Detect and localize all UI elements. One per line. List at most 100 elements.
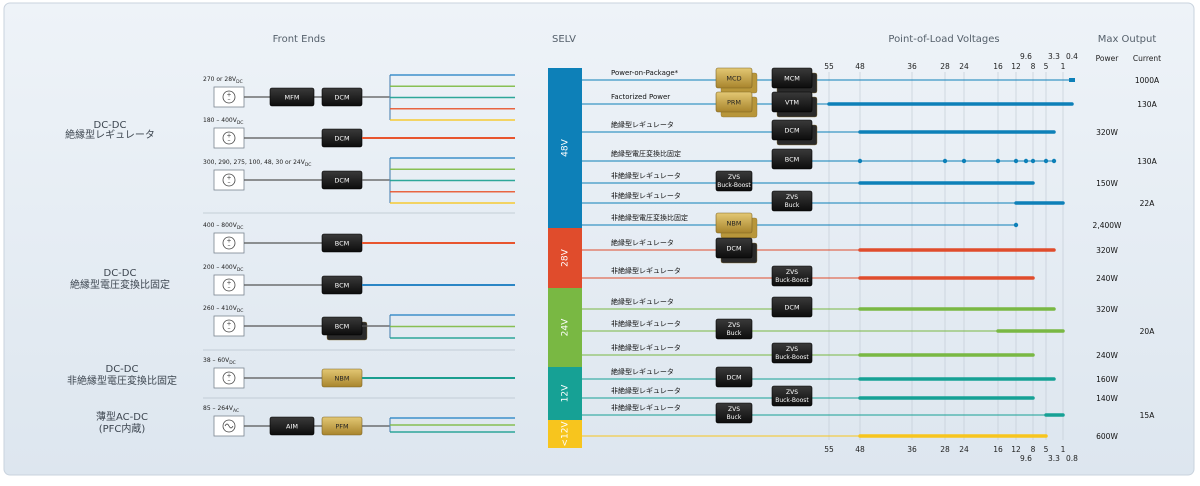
- bottom-tick-label-low: 3.3: [1048, 454, 1060, 463]
- module-label: PRM: [727, 99, 741, 107]
- module-body: [715, 318, 753, 340]
- module-label: NBM: [335, 375, 350, 383]
- bottom-tick-label: 24: [959, 445, 969, 454]
- bottom-tick-label: 8: [1031, 445, 1036, 454]
- module-bcm: BCM: [321, 233, 363, 253]
- module-nbm: NBM: [321, 368, 363, 388]
- output-current: 20A: [1140, 327, 1156, 336]
- category-line2: 絶縁型電圧変換比固定: [70, 278, 170, 291]
- module-bcm: BCM: [321, 316, 368, 341]
- plus-sign: +: [226, 92, 231, 99]
- category-line2: 絶縁型レギュレータ: [65, 128, 155, 141]
- module-label: DCM: [726, 374, 741, 382]
- output-current: 15A: [1140, 411, 1156, 420]
- module-label: Buck: [727, 330, 742, 337]
- top-tick-label: 8: [1031, 62, 1036, 71]
- top-tick-label: 1: [1061, 62, 1066, 71]
- row-label: Power-on-Package*: [611, 69, 679, 77]
- module-body: [715, 91, 753, 113]
- top-tick-label: 55: [824, 62, 834, 71]
- bottom-tick-label: 5: [1044, 445, 1049, 454]
- module-label: Buck-Boost: [775, 354, 809, 361]
- selv-band-4: [548, 420, 582, 448]
- pol-header: Point-of-Load Voltages: [888, 34, 999, 45]
- source-symbol: [222, 419, 236, 433]
- minus-sign: –: [228, 326, 231, 333]
- row-label: 非絶縁型レギュレータ: [611, 191, 681, 200]
- bottom-tick-label-low: 9.6: [1020, 454, 1032, 463]
- module-dcm: DCM: [715, 237, 758, 264]
- bottom-tick-label: 1: [1061, 445, 1066, 454]
- bottom-tick-label: 55: [824, 445, 834, 454]
- minus-sign: –: [228, 285, 231, 292]
- output-power: 140W: [1096, 394, 1118, 403]
- selv-band-3: [548, 367, 582, 420]
- output-power: 320W: [1096, 305, 1118, 314]
- plus-sign: +: [226, 280, 231, 287]
- current-header: Current: [1133, 54, 1161, 63]
- module-mcm: MCM: [771, 67, 818, 94]
- input-range-label: 400 – 800VDC: [203, 222, 243, 231]
- output-current: 22A: [1140, 199, 1156, 208]
- plus-sign: +: [226, 238, 231, 245]
- voltage-dot: [995, 158, 1001, 164]
- max-output: 1000A130A320W130A150W22A2,400W320W240W32…: [1093, 76, 1160, 441]
- row-label: 非絶縁型レギュレータ: [611, 386, 681, 395]
- input-range-label: 180 – 400VDC: [203, 117, 243, 126]
- top-tick-label: 28: [940, 62, 950, 71]
- module-label: Buck: [785, 202, 800, 209]
- module-label: BCM: [335, 323, 350, 331]
- module-label: MCM: [784, 75, 800, 83]
- input-range-label: 270 or 28VDC: [203, 76, 243, 85]
- category-line1: DC-DC: [94, 120, 127, 131]
- category-line1: DC-DC: [106, 364, 139, 375]
- selv-band-label: 24V: [561, 318, 571, 336]
- power-header: Power: [1096, 54, 1120, 63]
- output-power: 320W: [1096, 128, 1118, 137]
- category-line2: 非絶縁型電圧変換比固定: [67, 374, 177, 387]
- module-bcm: BCM: [771, 148, 813, 170]
- minus-sign: –: [228, 243, 231, 250]
- module-prm: PRM: [715, 91, 758, 118]
- minus-sign: –: [228, 97, 231, 104]
- module-label: Buck-Boost: [775, 397, 809, 404]
- module-label: ZVS: [786, 346, 798, 353]
- minus-sign: –: [228, 180, 231, 187]
- source-symbol: [222, 131, 236, 145]
- module-dcm: DCM: [771, 119, 818, 146]
- output-power: 240W: [1096, 351, 1118, 360]
- row-label: 非絶縁型電圧変換比固定: [611, 213, 688, 222]
- module-label: BCM: [335, 240, 350, 248]
- output-current: 130A: [1137, 100, 1157, 109]
- output-power: 150W: [1096, 179, 1118, 188]
- plus-sign: +: [226, 373, 231, 380]
- category-line1: 薄型AC-DC: [96, 410, 148, 423]
- output-power: 160W: [1096, 375, 1118, 384]
- input-range-label: 200 – 400VDC: [203, 264, 243, 273]
- plus-sign: +: [226, 133, 231, 140]
- module-body: [771, 265, 813, 287]
- voltage-dot: [1013, 158, 1019, 164]
- module-body: [715, 67, 753, 89]
- top-tick-label: 12: [1011, 62, 1021, 71]
- bottom-tick-label-low: 0.8: [1066, 454, 1078, 463]
- selv-band-1: [548, 228, 582, 288]
- bottom-tick-label: 16: [993, 445, 1003, 454]
- module-label: Buck: [727, 414, 742, 421]
- module-aim: AIM: [269, 416, 315, 436]
- module-nbm: NBM: [715, 212, 758, 239]
- source-symbol: [222, 90, 236, 104]
- module-pfm: PFM: [321, 416, 363, 436]
- module-label: PFM: [335, 423, 348, 431]
- module-label: Buck-Boost: [717, 182, 751, 189]
- top-tick-label: 5: [1044, 62, 1049, 71]
- module-body: [771, 119, 813, 141]
- row-label: Factorized Power: [611, 93, 670, 101]
- voltage-dot: [942, 158, 948, 164]
- selv-band-0: [548, 68, 582, 228]
- module-body: [715, 170, 753, 192]
